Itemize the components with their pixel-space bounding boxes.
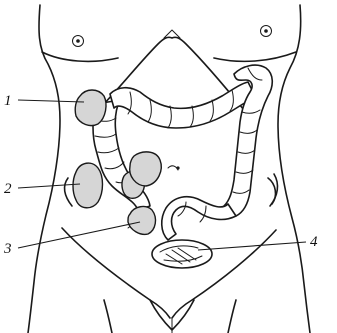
iliac-crest-left: [65, 178, 72, 206]
mass-center: [130, 152, 162, 186]
torso-left-contour: [28, 5, 60, 333]
callout-3: 3: [3, 241, 12, 257]
leader-4: [198, 242, 306, 250]
left-flank-lump: [268, 178, 275, 204]
colon: [93, 65, 275, 240]
chest-left-curve: [42, 52, 118, 61]
leader-2: [18, 184, 80, 188]
callout-2: 2: [4, 181, 12, 197]
mass-2: [73, 163, 103, 208]
thigh-left: [104, 300, 112, 333]
sigmoid-colon: [162, 197, 236, 240]
torso-outline: [28, 5, 310, 333]
mass-1: [75, 90, 106, 126]
callout-1: 1: [4, 93, 12, 109]
thigh-right: [228, 300, 236, 333]
torso-right-contour: [278, 5, 310, 333]
mass-3: [128, 207, 155, 235]
xiphoid: [164, 30, 180, 38]
leader-1: [18, 100, 84, 102]
chest-right-curve: [214, 52, 296, 61]
inguinal-left: [62, 228, 170, 318]
callout-4: 4: [310, 234, 318, 250]
mass-4: [152, 240, 212, 268]
transverse-colon: [110, 82, 256, 128]
nipple-left: [73, 36, 84, 47]
nipple-right: [261, 26, 272, 37]
